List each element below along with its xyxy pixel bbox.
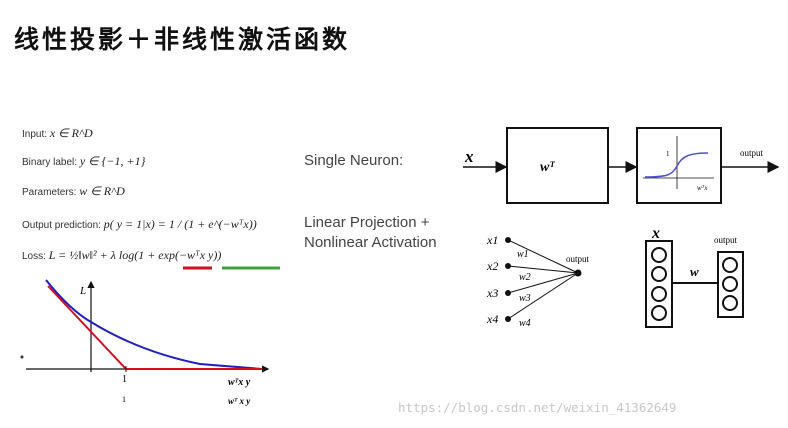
x-axis-label-repeat: wᵀ x y bbox=[228, 396, 251, 406]
params-line: Parameters: w ∈ R^D bbox=[22, 184, 125, 199]
input-unit-2 bbox=[651, 266, 667, 282]
perceptron-output-label: output bbox=[566, 254, 590, 264]
neuron-input-x: x bbox=[464, 147, 474, 166]
weight-box bbox=[506, 127, 609, 204]
linear-projection-label-1: Linear Projection + bbox=[304, 214, 430, 231]
binary-label-line: Binary label: y ∈ {−1, +1} bbox=[22, 154, 145, 169]
hinge-loss-curve bbox=[47, 285, 262, 370]
x-axis-label: wᵀx y bbox=[228, 377, 251, 388]
input-x1: x1 bbox=[486, 233, 498, 247]
output-node bbox=[574, 269, 582, 277]
binary-label: Binary label: bbox=[22, 157, 78, 168]
page-title: 线性投影＋非线性激活函数 bbox=[14, 25, 351, 54]
loss-expr: L = ½‖w‖² + λ log(1 + exp(−wᵀx y)) bbox=[48, 248, 222, 262]
sigmoid-box bbox=[636, 127, 722, 204]
watermark: https://blog.csdn.net/weixin_41362649 bbox=[398, 400, 677, 415]
perceptron-diagram: x1 x2 x3 x4 w1 w2 w3 w4 output bbox=[486, 233, 590, 329]
output-prediction-line: Output prediction: p( y = 1|x) = 1 / (1 … bbox=[22, 217, 257, 232]
input-x4: x4 bbox=[486, 312, 498, 326]
sigmoid-tick: 1 bbox=[666, 150, 670, 158]
output-label: Output prediction: bbox=[22, 220, 101, 231]
input-line: Input: x ∈ R^D bbox=[22, 126, 93, 141]
sigmoid-curve bbox=[644, 152, 709, 178]
weight-w3: w3 bbox=[519, 293, 531, 304]
input-label: Input: bbox=[22, 129, 48, 140]
tick-one-label: 1 bbox=[122, 374, 127, 385]
input-unit-4 bbox=[651, 305, 667, 321]
output-unit-3 bbox=[722, 295, 738, 311]
layer-weight-w: w bbox=[690, 264, 699, 279]
layer-input-x: x bbox=[651, 225, 660, 242]
tick-one-repeat: 1 bbox=[122, 395, 126, 404]
stray-dot bbox=[20, 355, 24, 359]
loss-label: Loss: bbox=[22, 251, 46, 262]
params-label: Parameters: bbox=[22, 187, 77, 198]
input-unit-3 bbox=[651, 286, 667, 302]
weight-w2: w2 bbox=[519, 272, 531, 283]
output-expr: p( y = 1|x) = 1 / (1 + e^(−wᵀx)) bbox=[103, 217, 257, 231]
input-unit-1 bbox=[651, 247, 667, 263]
logistic-loss-curve bbox=[45, 279, 263, 370]
weight-w1: w1 bbox=[517, 249, 529, 260]
binary-expr: y ∈ {−1, +1} bbox=[79, 154, 146, 168]
input-expr: x ∈ R^D bbox=[49, 126, 93, 140]
loss-line: Loss: L = ½‖w‖² + λ log(1 + exp(−wᵀx y)) bbox=[22, 248, 221, 263]
edge-1 bbox=[507, 239, 579, 274]
input-x2: x2 bbox=[486, 259, 498, 273]
output-unit-2 bbox=[722, 276, 738, 292]
layer-output-label: output bbox=[714, 235, 738, 245]
output-unit-1 bbox=[722, 257, 738, 273]
edge-3 bbox=[507, 272, 579, 294]
linear-projection-label-2: Nonlinear Activation bbox=[304, 234, 437, 251]
params-expr: w ∈ R^D bbox=[79, 184, 125, 198]
edge-4 bbox=[507, 272, 579, 320]
y-axis-label: L bbox=[79, 285, 86, 297]
layer-diagram: x w output bbox=[645, 225, 744, 328]
single-neuron-diagram: x wᵀ 1 wᵀx output bbox=[463, 127, 780, 204]
weight-w4: w4 bbox=[519, 318, 531, 329]
single-neuron-label: Single Neuron: bbox=[304, 152, 404, 169]
weight-box-label: wᵀ bbox=[540, 160, 555, 175]
neuron-output-label: output bbox=[740, 148, 764, 158]
edge-2 bbox=[507, 265, 579, 274]
input-x3: x3 bbox=[486, 286, 498, 300]
sigmoid-axis-label: wᵀx bbox=[697, 184, 708, 192]
loss-plot: L 1 1 wᵀx y wᵀ x y bbox=[20, 279, 270, 406]
